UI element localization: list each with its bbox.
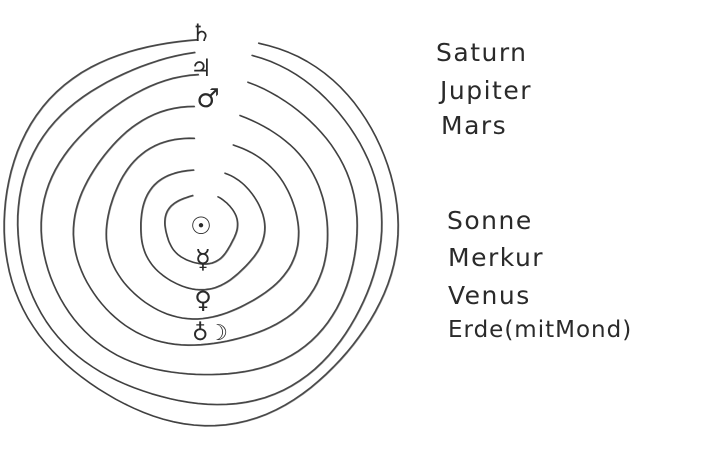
label-erde-mit-mond: Erde(mitMond) bbox=[448, 317, 633, 343]
mars-symbol: ♂ bbox=[196, 84, 220, 114]
ring-mars bbox=[40, 73, 358, 376]
label-venus: Venus bbox=[448, 281, 531, 310]
label-saturn: Saturn bbox=[436, 38, 528, 67]
label-merkur: Merkur bbox=[448, 243, 545, 272]
ring-mars-texture bbox=[41, 74, 359, 376]
ring-sun-inner-texture bbox=[165, 195, 239, 266]
earth-moon-symbol: ♁☽ bbox=[192, 321, 228, 346]
ring-venus-texture bbox=[106, 138, 300, 320]
label-mars: Mars bbox=[441, 111, 508, 140]
ring-mercury bbox=[140, 169, 266, 291]
ring-jupiter bbox=[16, 51, 383, 406]
sun-symbol: ☉ bbox=[190, 212, 212, 240]
mercury-symbol: ☿ bbox=[195, 245, 211, 275]
ring-earth bbox=[72, 105, 329, 346]
ring-sun-inner bbox=[164, 194, 239, 265]
label-sonne: Sonne bbox=[447, 206, 533, 235]
ring-earth-texture bbox=[73, 106, 329, 347]
jupiter-symbol: ♃ bbox=[190, 54, 212, 82]
ring-mercury-texture bbox=[141, 170, 266, 291]
venus-symbol: ♀ bbox=[194, 286, 212, 314]
label-jupiter: Jupiter bbox=[440, 76, 532, 105]
saturn-symbol: ♄ bbox=[190, 19, 212, 47]
ring-saturn bbox=[3, 38, 399, 427]
ring-jupiter-texture bbox=[18, 52, 383, 406]
ring-venus bbox=[105, 137, 300, 320]
ring-saturn-texture bbox=[4, 39, 400, 427]
